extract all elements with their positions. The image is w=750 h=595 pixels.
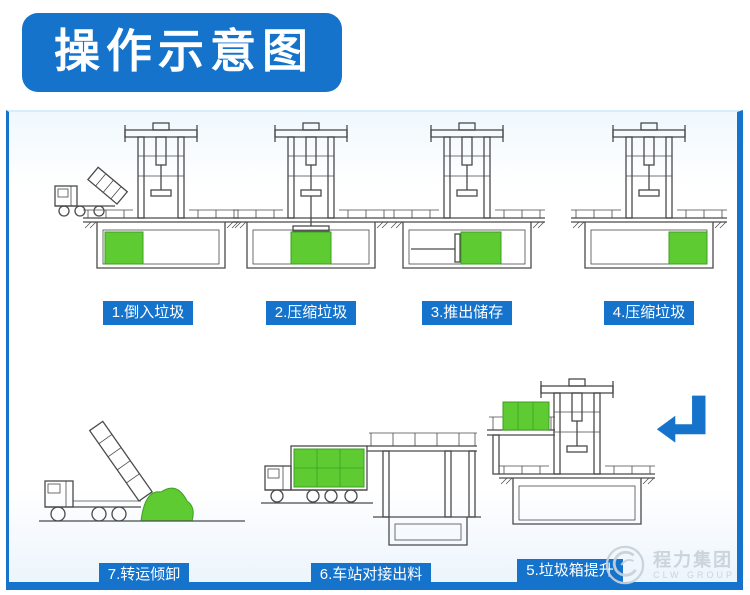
step-3-label: 3.推出储存	[421, 301, 513, 325]
step-2-diagram	[232, 122, 390, 269]
step-5: 5.垃圾箱提升	[485, 370, 655, 583]
garbage-pile	[460, 231, 502, 265]
step-1-diagram	[54, 122, 240, 269]
step-7: 7.转运倾卸	[39, 389, 249, 587]
watermark-subtitle: CLW GROUP	[653, 569, 735, 580]
watermark: 程力集团 CLW GROUP	[604, 544, 735, 586]
step-6-label: 6.车站对接出料	[310, 563, 432, 587]
step-5-label: 5.垃圾箱提升	[517, 559, 623, 583]
garbage-truck-tipping	[54, 166, 129, 217]
step-4-diagram	[570, 122, 728, 269]
step-7-diagram	[39, 420, 245, 522]
watermark-brand: 程力集团	[653, 549, 734, 570]
step-2-label: 2.压缩垃圾	[265, 301, 357, 325]
corner-arrow-left-icon	[656, 395, 706, 443]
diagram-panel: 1.倒入垃圾 2.压缩垃圾 3.推出储存 4	[6, 110, 743, 590]
step-1-label: 1.倒入垃圾	[102, 301, 194, 325]
step-4: 4.压缩垃圾	[569, 122, 729, 325]
step-6: 6.车站对接出料	[261, 374, 481, 587]
clw-logo-icon	[605, 545, 645, 585]
flow-arrow	[655, 394, 709, 451]
garbage-pile	[668, 231, 708, 265]
step-7-label: 7.转运倾卸	[98, 563, 190, 587]
garbage-mound	[140, 487, 194, 522]
step-2: 2.压缩垃圾	[231, 122, 391, 325]
step-6-diagram	[261, 432, 481, 546]
transfer-truck	[264, 445, 368, 503]
step-4-label: 4.压缩垃圾	[603, 301, 695, 325]
lifted-garbage-container	[502, 401, 550, 431]
docking-station	[261, 432, 481, 546]
step-1: 1.倒入垃圾	[53, 122, 243, 325]
garbage-pile	[104, 231, 144, 265]
hook-lift-truck	[44, 420, 154, 522]
page-title: 操作示意图	[22, 13, 342, 93]
step-5-diagram	[487, 378, 655, 525]
step-3-diagram	[388, 122, 546, 269]
garbage-pile	[290, 231, 332, 265]
step-3: 3.推出储存	[387, 122, 547, 325]
